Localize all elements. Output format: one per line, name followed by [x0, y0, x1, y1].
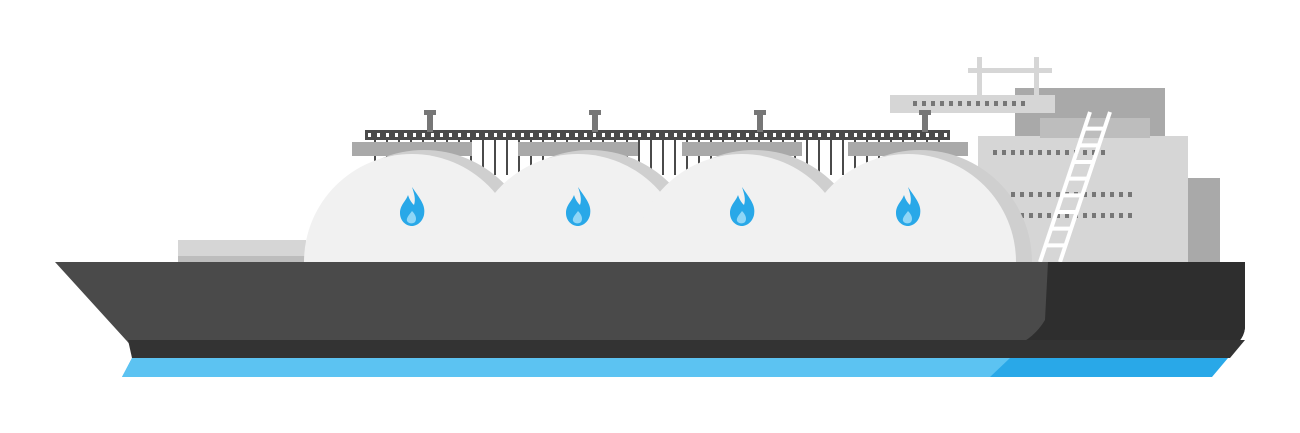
bridge-wing	[890, 95, 1055, 113]
bow-deck-box-shade	[178, 256, 306, 265]
antenna-post-right	[1034, 57, 1039, 97]
hull-body	[55, 262, 1245, 350]
pipe-rail-ticks	[368, 133, 947, 137]
flame-icon	[566, 187, 591, 226]
flame-icon	[730, 187, 755, 226]
waterline-highlight	[122, 358, 1010, 377]
bridge-rear-block	[1185, 178, 1220, 263]
hull	[55, 262, 1245, 377]
tank-valves	[424, 110, 931, 132]
antenna-post-left	[977, 57, 982, 97]
hull-keel	[128, 340, 1245, 358]
flame-icon	[896, 187, 921, 226]
antenna-bar	[968, 68, 1052, 73]
flame-icon	[400, 187, 425, 226]
hull-shadow	[1000, 262, 1245, 350]
bridge-ladder	[1038, 111, 1112, 263]
bridge-wing-windows	[913, 101, 1025, 106]
